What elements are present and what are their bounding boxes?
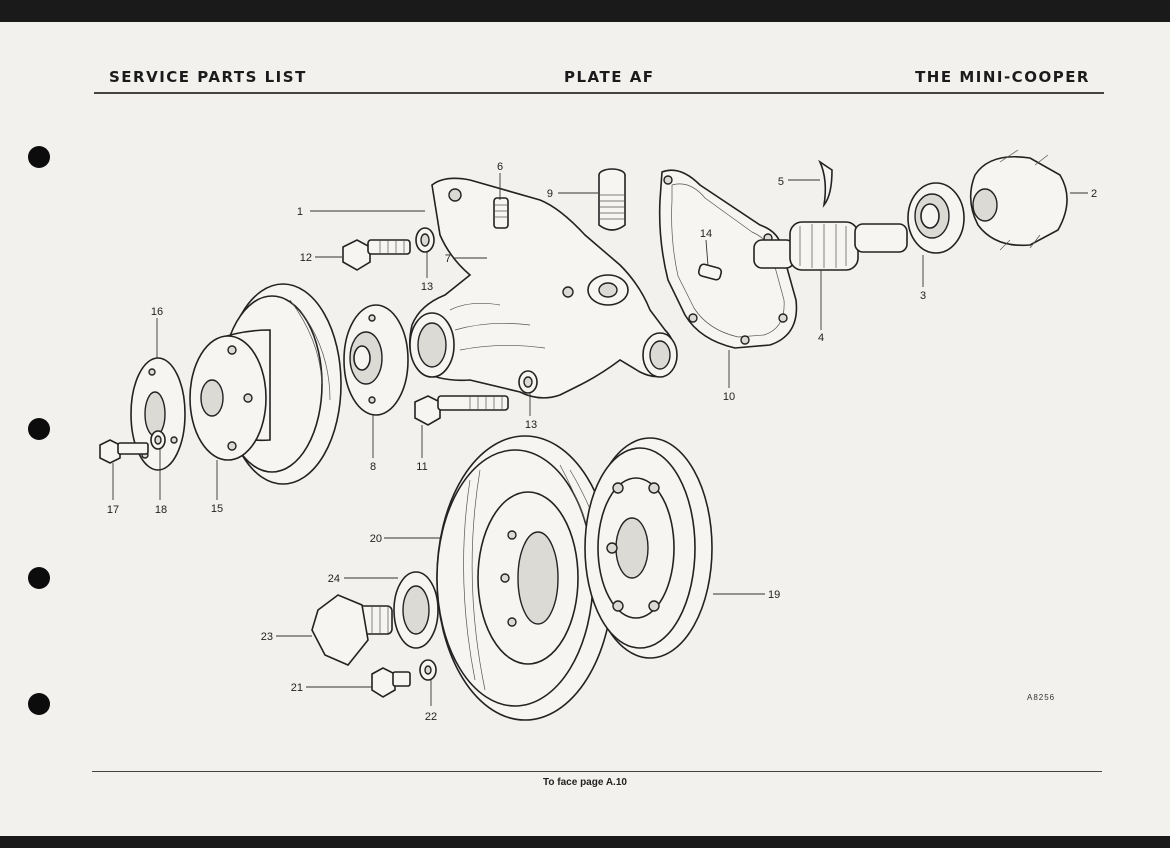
callout-11: 11 xyxy=(416,461,427,473)
spring-washer xyxy=(419,659,437,681)
circlip xyxy=(818,159,833,208)
callout-17: 17 xyxy=(107,504,119,516)
bolt xyxy=(371,667,411,698)
fan-plate xyxy=(130,357,186,471)
callout-10: 10 xyxy=(723,391,735,403)
callout-16: 16 xyxy=(151,306,163,318)
vane xyxy=(969,149,1068,251)
seal xyxy=(907,182,965,254)
callout-20: 20 xyxy=(370,533,382,545)
callout-22: 22 xyxy=(425,711,437,723)
binder-hole xyxy=(28,693,50,715)
stud xyxy=(493,197,509,229)
drawing-code: A8256 xyxy=(1027,693,1056,702)
callout-13-lower: 13 xyxy=(525,419,537,431)
callout-6: 6 xyxy=(497,161,503,173)
washer xyxy=(150,430,166,450)
callout-labels: 1 2 3 4 5 6 7 8 9 10 11 12 13 13 14 15 1… xyxy=(107,161,1097,723)
bolt xyxy=(414,395,509,426)
callout-21: 21 xyxy=(291,682,303,694)
callout-7: 7 xyxy=(445,253,451,265)
header-model: THE MINI-COOPER xyxy=(915,68,1090,86)
header-title-left: SERVICE PARTS LIST xyxy=(109,68,307,86)
lock-washer xyxy=(393,571,439,649)
header-plate: PLATE AF xyxy=(564,68,655,86)
callout-4: 4 xyxy=(818,332,824,344)
pin xyxy=(697,263,723,281)
footer-rule xyxy=(92,771,1102,772)
binder-hole xyxy=(28,146,50,168)
pump-body xyxy=(409,177,678,399)
callout-8: 8 xyxy=(370,461,376,473)
scan-border xyxy=(0,836,1170,848)
callout-5: 5 xyxy=(778,176,784,188)
callout-19: 19 xyxy=(768,589,780,601)
callout-3: 3 xyxy=(920,290,926,302)
hub xyxy=(343,304,409,416)
callout-18: 18 xyxy=(155,504,167,516)
callout-12: 12 xyxy=(300,252,312,264)
callout-23: 23 xyxy=(261,631,273,643)
callout-24: 24 xyxy=(328,573,340,585)
starter-dog-bolt xyxy=(311,594,393,666)
pulley xyxy=(189,283,342,485)
callout-2: 2 xyxy=(1091,188,1097,200)
callout-13-upper: 13 xyxy=(421,281,433,293)
footer-page-reference: To face page A.10 xyxy=(543,777,627,788)
bolt xyxy=(342,239,411,271)
callout-14: 14 xyxy=(700,228,712,240)
washer xyxy=(518,370,538,394)
callout-9: 9 xyxy=(547,188,553,200)
leader-lines xyxy=(112,173,1088,706)
dynamo-pulley xyxy=(584,437,713,659)
binder-hole xyxy=(28,418,50,440)
header-rule xyxy=(94,92,1104,94)
binder-hole xyxy=(28,567,50,589)
callout-15: 15 xyxy=(211,503,223,515)
washer xyxy=(415,227,435,253)
bolt xyxy=(99,439,149,464)
callout-1: 1 xyxy=(297,206,303,218)
plug xyxy=(598,168,626,231)
spindle-bearing xyxy=(753,221,908,271)
